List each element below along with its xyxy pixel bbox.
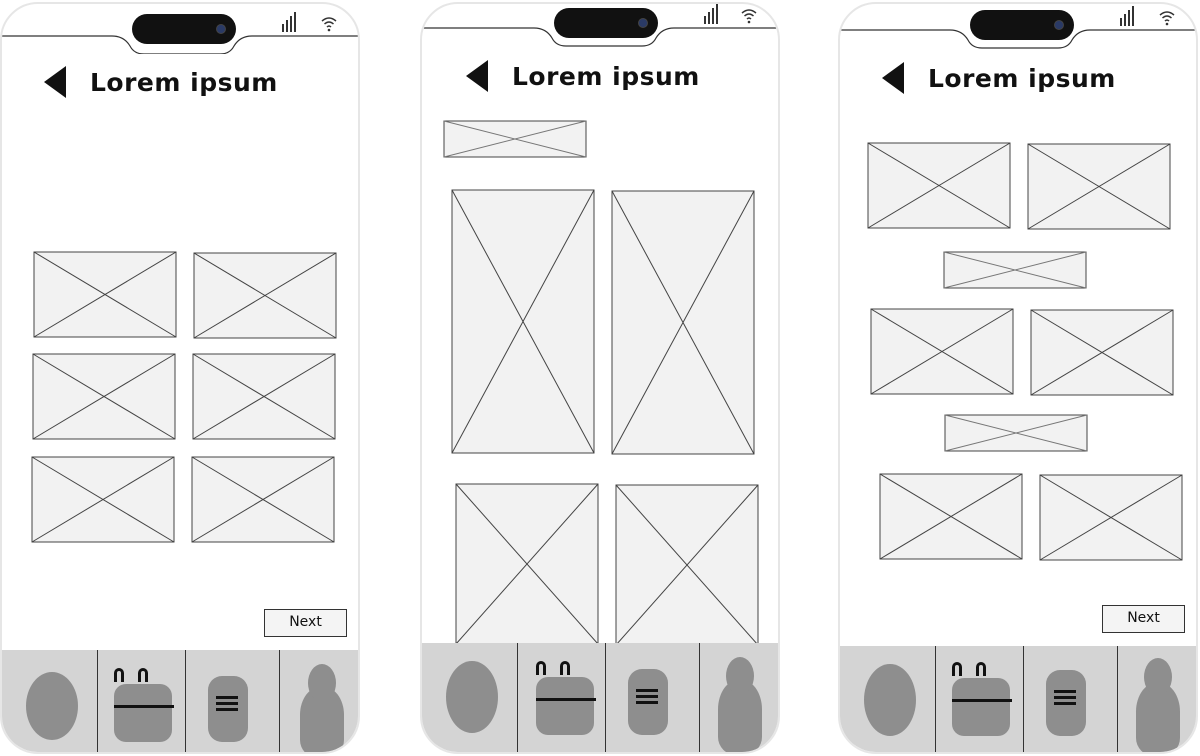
tab-shop[interactable] [935,646,1023,752]
image-placeholder [867,142,1011,229]
bag-handle [138,668,148,682]
camera-icon [638,18,648,28]
image-placeholder [192,353,336,440]
image-placeholder [191,456,335,543]
camera-icon [216,24,226,34]
bag-handle [952,662,962,676]
banner-placeholder [944,414,1088,452]
bottom-tab-bar [840,646,1196,752]
image-placeholder [32,353,176,440]
wifi-icon [321,17,337,32]
profile-head-icon [726,657,754,695]
shopping-bag-icon [536,677,594,735]
image-placeholder [31,456,175,543]
wifi-icon [741,9,757,24]
status-bar [422,4,778,47]
back-button[interactable] [466,60,488,92]
camera-icon [1054,20,1064,30]
image-placeholder [879,473,1023,560]
bag-handle [114,668,124,682]
notch-outline [840,29,1196,49]
signal-icon [1120,6,1134,26]
next-button[interactable]: Next [1102,605,1185,633]
bottom-tab-bar [2,650,358,752]
phone-screen-3: Lorem ipsum Next [838,2,1198,754]
tab-menu[interactable] [185,650,279,752]
bag-stripe [536,698,596,701]
notch [970,10,1074,40]
tab-home[interactable] [840,646,935,752]
wifi-icon [1159,11,1175,26]
next-button[interactable]: Next [264,609,347,637]
profile-head-icon [1144,658,1172,696]
profile-head-icon [308,664,336,702]
tab-profile[interactable] [699,643,778,752]
tab-profile[interactable] [279,650,358,752]
page-title: Lorem ipsum [90,68,278,97]
bag-stripe [114,705,174,708]
image-placeholder [611,190,755,455]
bottom-tab-bar [422,643,778,752]
image-placeholder [33,251,177,338]
menu-icon [628,669,668,735]
shopping-bag-icon [952,678,1010,736]
home-icon [864,664,916,736]
signal-icon [704,4,718,24]
tab-profile[interactable] [1117,646,1196,752]
back-button[interactable] [44,66,66,98]
image-placeholder [1027,143,1171,230]
notch-outline [422,27,778,47]
signal-icon [282,12,296,32]
menu-icon [208,676,248,742]
home-icon [446,661,498,733]
image-placeholder [1030,309,1174,396]
page-title: Lorem ipsum [512,62,700,91]
home-icon [26,672,78,740]
status-bar [2,4,358,54]
phone-screen-2: Lorem ipsum [420,2,780,754]
menu-icon [1046,670,1086,736]
tab-menu[interactable] [1023,646,1117,752]
image-placeholder [1039,474,1183,561]
banner-placeholder [943,251,1087,289]
image-placeholder [455,483,599,645]
back-button[interactable] [882,62,904,94]
image-placeholder [870,308,1014,395]
image-placeholder [193,252,337,339]
tab-home[interactable] [2,650,97,752]
tab-home[interactable] [422,643,517,752]
bag-stripe [952,699,1012,702]
notch [132,14,236,44]
bag-handle [536,661,546,675]
tab-shop[interactable] [517,643,605,752]
bag-handle [560,661,570,675]
tab-menu[interactable] [605,643,699,752]
notch [554,8,658,38]
tab-shop[interactable] [97,650,185,752]
phone-screen-1: Lorem ipsum Next [0,2,360,754]
bag-handle [976,662,986,676]
page-title: Lorem ipsum [928,64,1116,93]
shopping-bag-icon [114,684,172,742]
banner-placeholder [443,120,587,158]
notch-outline [2,35,358,54]
status-bar [840,4,1196,49]
image-placeholder [451,189,595,454]
image-placeholder [615,484,759,646]
